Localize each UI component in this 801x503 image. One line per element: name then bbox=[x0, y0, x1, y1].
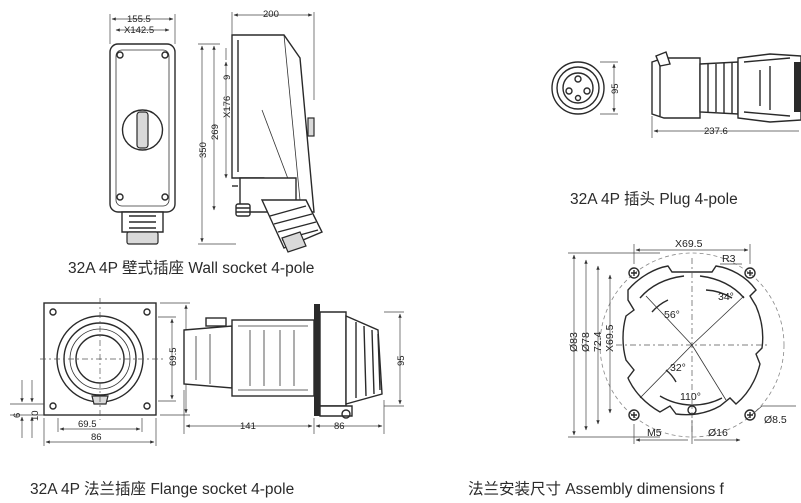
flange-socket-side-view bbox=[183, 304, 383, 419]
dim-200: 200 bbox=[263, 9, 279, 20]
dim-9: 9 bbox=[222, 75, 233, 80]
wall-socket-side-view bbox=[231, 34, 323, 253]
dim-141: 141 bbox=[240, 421, 256, 432]
dim-95-flange: 95 bbox=[396, 355, 407, 366]
dim-m5: M5 bbox=[647, 427, 662, 439]
dim-x69-5-top: X69.5 bbox=[675, 238, 703, 250]
dim-x69-5-left: X69.5 bbox=[604, 324, 616, 352]
angle-34: 34° bbox=[718, 291, 734, 303]
assembly-drawing: X69.5 R3 Ø83 Ø78 72.4 X69.5 34° 56° 32° … bbox=[468, 238, 796, 498]
wall-socket-front-view bbox=[109, 43, 176, 245]
dim-86-h: 86 bbox=[91, 432, 102, 443]
dim-d78: Ø78 bbox=[580, 332, 592, 352]
plug-caption: 32A 4P 插头 Plug 4-pole bbox=[570, 190, 738, 208]
dim-6: 6 bbox=[12, 413, 23, 418]
angle-32: 32° bbox=[670, 362, 686, 374]
dim-d16: Ø16 bbox=[708, 427, 728, 439]
plug-drawing: 95 237.6 32A 4P 插头 Plug 4-pole bbox=[551, 51, 801, 208]
plug-front-view: 95 bbox=[551, 61, 621, 115]
dim-350: 350 bbox=[198, 142, 209, 158]
flange-socket-drawing: 69.5 86 69.5 86 6 10 bbox=[10, 298, 407, 498]
dim-d83: Ø83 bbox=[568, 332, 580, 352]
dim-237-6: 237.6 bbox=[704, 126, 728, 137]
plug-side-view: 237.6 bbox=[651, 51, 801, 138]
dim-69-5-h: 69.5 bbox=[78, 419, 97, 430]
flange-socket-caption: 32A 4P 法兰插座 Flange socket 4-pole bbox=[30, 480, 294, 498]
flange-side-dimensions: 141 86 95 bbox=[183, 311, 407, 434]
dim-r3: R3 bbox=[722, 253, 736, 265]
wall-socket-caption: 32A 4P 壁式插座 Wall socket 4-pole bbox=[68, 259, 314, 277]
dim-x142-5: X142.5 bbox=[124, 25, 154, 36]
dim-72-4: 72.4 bbox=[592, 331, 604, 352]
dim-x176: X176 bbox=[222, 96, 233, 118]
dim-95-plug: 95 bbox=[610, 83, 621, 94]
angle-110: 110° bbox=[680, 391, 701, 403]
angle-56: 56° bbox=[664, 309, 680, 321]
wall-socket-dimensions: 155.5 X142.5 200 350 269 X176 9 bbox=[109, 9, 315, 245]
wall-socket-drawing: 155.5 X142.5 200 350 269 X176 9 32A 4P 壁… bbox=[68, 9, 323, 277]
flange-socket-front-view bbox=[40, 298, 164, 420]
dim-10: 10 bbox=[30, 410, 41, 421]
dim-86-side: 86 bbox=[334, 421, 345, 432]
dim-69-5-v: 69.5 bbox=[168, 348, 179, 367]
dim-155-5: 155.5 bbox=[127, 14, 151, 25]
assembly-caption: 法兰安装尺寸 Assembly dimensions f bbox=[468, 480, 725, 498]
dim-269: 269 bbox=[210, 124, 221, 140]
assembly-dimensions: X69.5 R3 Ø83 Ø78 72.4 X69.5 34° 56° 32° … bbox=[568, 238, 796, 444]
dim-d8-5: Ø8.5 bbox=[764, 414, 787, 426]
